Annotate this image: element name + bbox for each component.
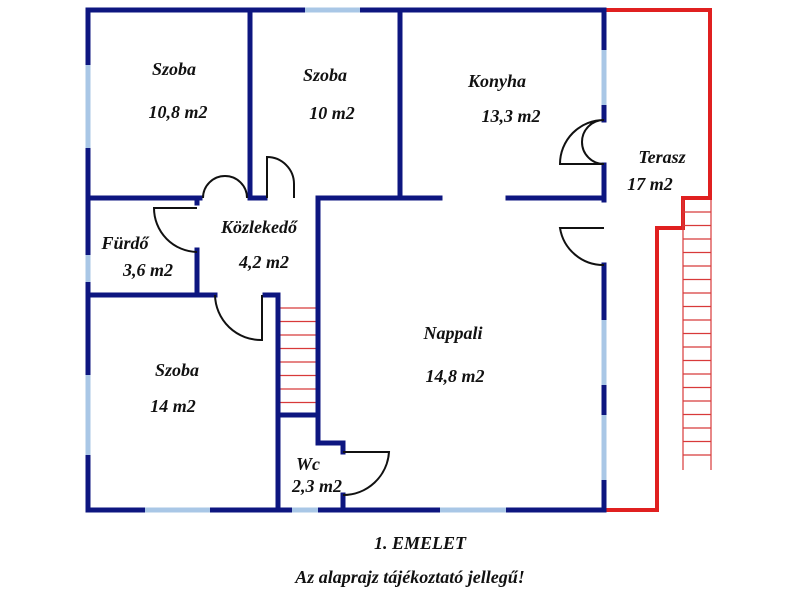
door-arc [202, 175, 248, 199]
door-arc [558, 119, 605, 165]
windows [85, 7, 607, 513]
room-area: 2,3 m2 [291, 476, 342, 496]
door-arc [266, 155, 295, 198]
door-arc [558, 227, 605, 267]
disclaimer-caption: Az alaprajz tájékoztató jellegű! [294, 567, 525, 587]
room-name: Konyha [467, 71, 526, 91]
room-name: Terasz [638, 147, 685, 167]
terrace-outline [604, 8, 712, 512]
door-arc [214, 294, 263, 342]
room-name: Fürdő [100, 233, 149, 253]
room-name: Szoba [303, 65, 347, 85]
floor-caption: 1. EMELET [374, 533, 467, 553]
terrace-stairs [682, 200, 712, 470]
inner-stairs [280, 307, 316, 404]
room-area: 10,8 m2 [148, 102, 207, 122]
door-arc [342, 451, 391, 497]
room-name: Szoba [155, 360, 199, 380]
room-area: 13,3 m2 [481, 106, 540, 126]
room-name: Nappali [422, 323, 482, 343]
doors [152, 119, 605, 497]
room-name: Közlekedő [220, 217, 298, 237]
door-arc [152, 207, 198, 253]
room-area: 4,2 m2 [238, 252, 289, 272]
room-area: 14 m2 [150, 396, 196, 416]
room-area: 3,6 m2 [122, 260, 173, 280]
room-name: Szoba [152, 59, 196, 79]
room-area: 14,8 m2 [425, 366, 484, 386]
room-area: 10 m2 [309, 103, 355, 123]
room-name: Wc [296, 454, 320, 474]
room-area: 17 m2 [627, 174, 673, 194]
